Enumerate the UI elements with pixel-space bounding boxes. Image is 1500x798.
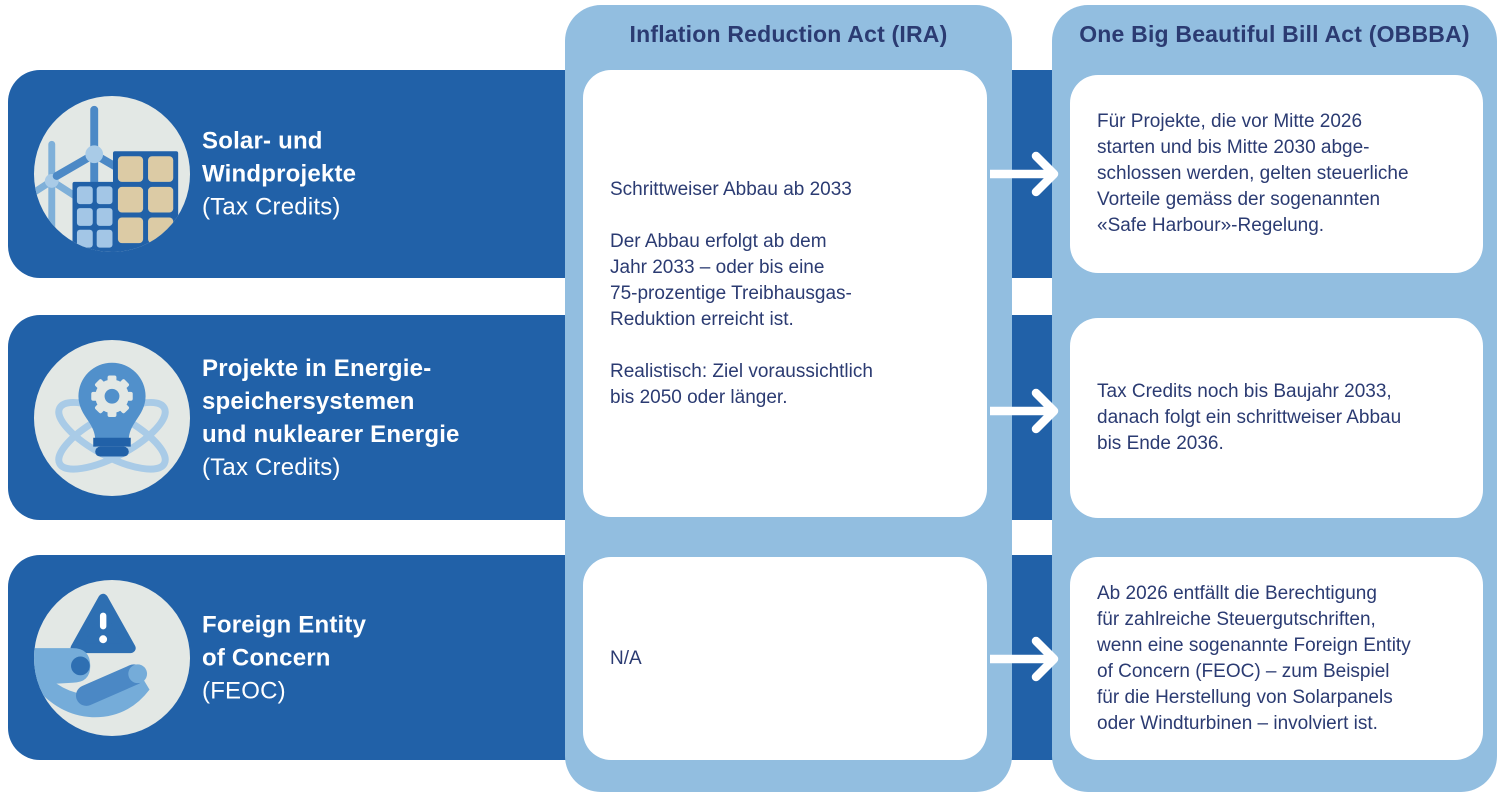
obbba-card-storage-nuclear-text: Tax Credits noch bis Baujahr 2033, danac… [1097, 381, 1402, 454]
obbba-card-solar-wind: Für Projekte, die vor Mitte 2026 starten… [1070, 75, 1483, 273]
category-subtitle: (Tax Credits) [202, 193, 341, 221]
hand-warning-icon [33, 579, 191, 737]
ira-card-feoc-na: N/A [583, 557, 987, 760]
obbba-column-header: One Big Beautiful Bill Act (OBBBA) [1079, 20, 1470, 47]
category-title: Solar- und Windprojekte [202, 127, 357, 188]
category-label-feoc: Foreign Entity of Concern (FEOC) [202, 608, 366, 707]
ira-card-phaseout: Schrittweiser Abbau ab 2033 Der Abbau er… [583, 70, 987, 517]
obbba-card-solar-wind-text: Für Projekte, die vor Mitte 2026 starten… [1097, 111, 1409, 236]
arrow-right-icon [990, 636, 1059, 682]
wind-solar-icon [33, 95, 191, 253]
arrow-right-icon [990, 151, 1059, 197]
obbba-card-feoc: Ab 2026 entfällt die Berechtigung für za… [1070, 557, 1483, 760]
category-label-storage-nuclear: Projekte in Energie- speichersystemen un… [202, 352, 460, 484]
obbba-card-feoc-text: Ab 2026 entfällt die Berechtigung für za… [1097, 582, 1411, 734]
category-subtitle: (Tax Credits) [202, 453, 341, 481]
ira-card-feoc-na-text: N/A [610, 647, 642, 669]
category-title: Projekte in Energie- speichersystemen un… [202, 354, 460, 448]
arrow-right-icon [990, 388, 1059, 434]
category-subtitle: (FEOC) [202, 677, 286, 704]
category-label-solar-wind: Solar- und Windprojekte (Tax Credits) [202, 125, 356, 224]
obbba-card-storage-nuclear: Tax Credits noch bis Baujahr 2033, danac… [1070, 318, 1483, 518]
ira-column-header: Inflation Reduction Act (IRA) [629, 20, 948, 47]
category-title: Foreign Entity of Concern [202, 611, 367, 671]
energy-storage-nuclear-icon [33, 339, 191, 497]
ira-card-phaseout-text: Schrittweiser Abbau ab 2033 Der Abbau er… [610, 178, 873, 408]
